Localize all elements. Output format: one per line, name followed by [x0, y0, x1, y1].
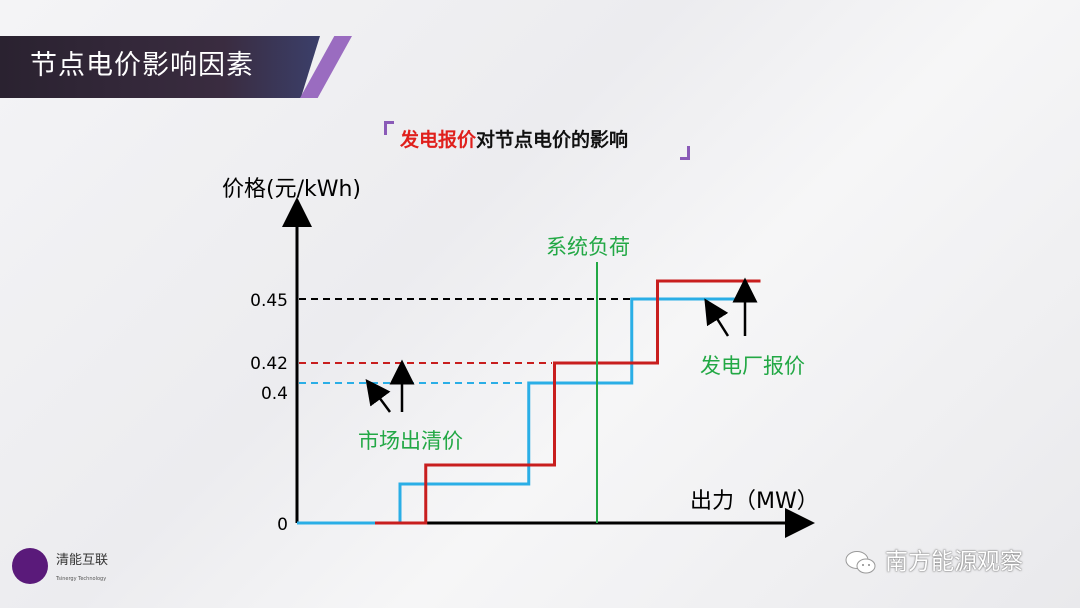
offer-label: 发电厂报价 — [700, 354, 805, 378]
y-tick-label: 0 — [277, 515, 288, 535]
company-logo — [12, 548, 48, 584]
x-axis-label: 出力（MW） — [690, 489, 819, 514]
clearing-price-label: 市场出清价 — [358, 429, 463, 453]
wechat-icon — [845, 551, 876, 574]
chart-subtitle: 发电报价对节点电价的影响 — [400, 128, 628, 152]
y-axis-label: 价格(元/kWh) — [222, 177, 361, 202]
offer-curve-red-offer — [375, 279, 761, 525]
subtitle-rest: 对节点电价的影响 — [476, 129, 629, 151]
logo-name: 清能互联 — [56, 553, 109, 568]
watermark: 南方能源观察 — [885, 549, 1023, 575]
offer-curve-blue-offer — [297, 297, 735, 525]
subtitle-highlight: 发电报价 — [400, 129, 477, 151]
load-label: 系统负荷 — [546, 235, 630, 259]
title-banner — [0, 36, 320, 98]
bracket-right — [680, 146, 690, 160]
y-tick-label: 0.45 — [250, 291, 288, 311]
y-tick-label: 0.4 — [261, 384, 288, 404]
bracket-left — [384, 121, 394, 135]
diag-arrow-clearing — [365, 378, 392, 413]
y-tick-label: 0.42 — [250, 354, 288, 374]
diag-arrow-offer — [704, 298, 730, 337]
slide-title: 节点电价影响因素 — [30, 50, 254, 81]
logo-subtitle: Tsinergy Technology — [56, 576, 107, 582]
